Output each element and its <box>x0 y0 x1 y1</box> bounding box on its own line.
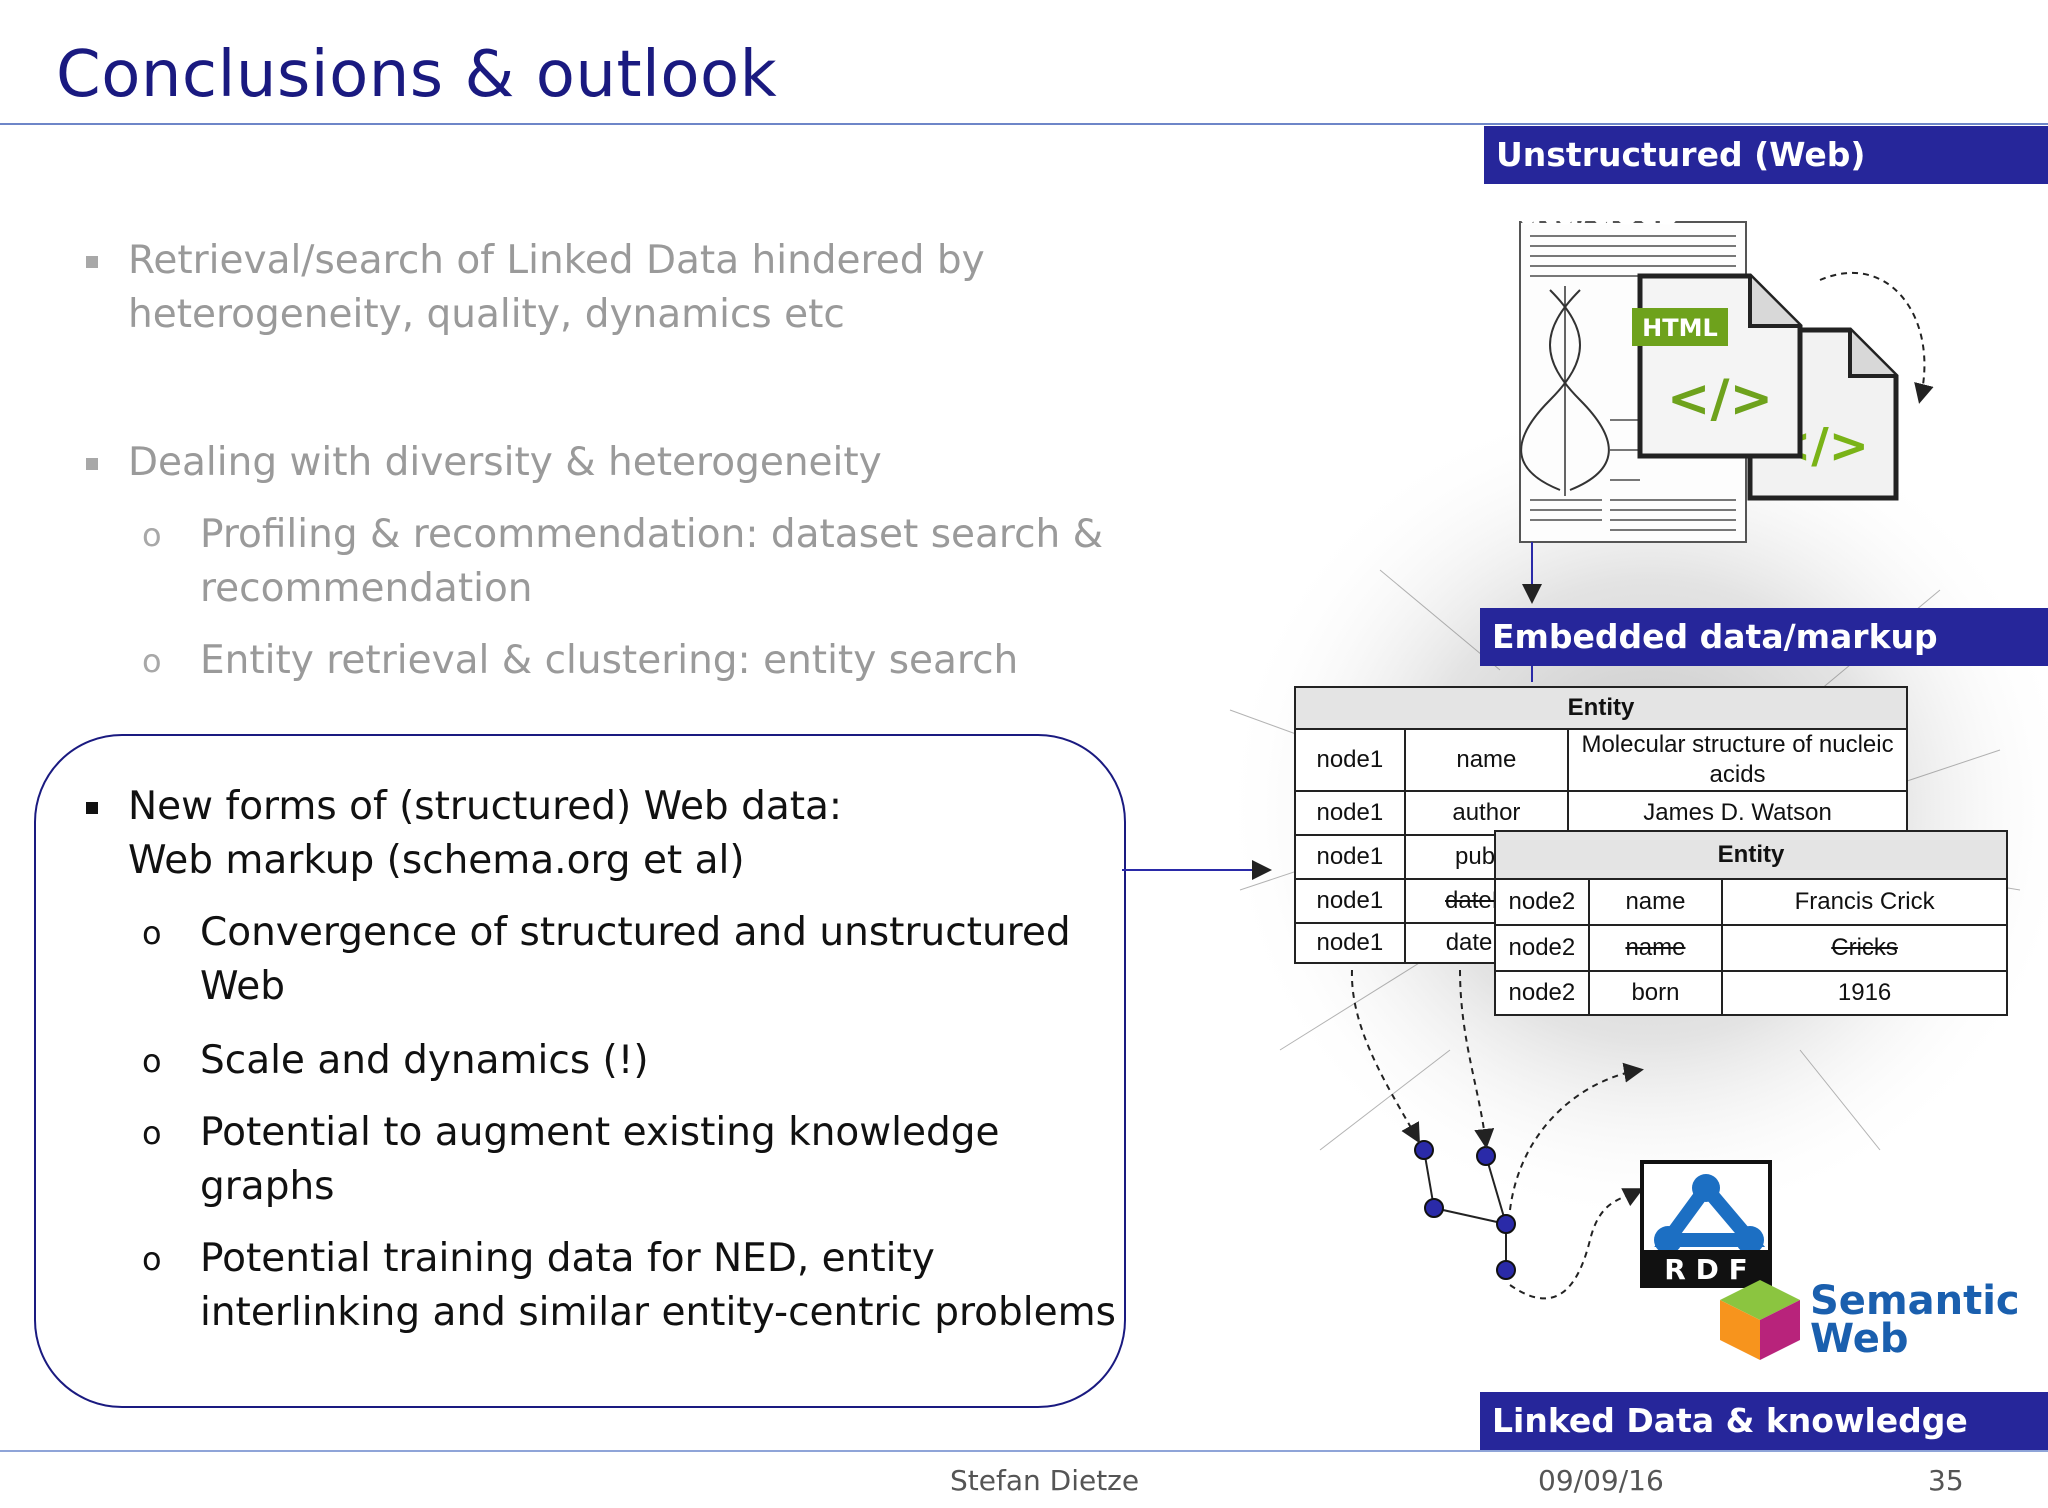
curved-dashed-arrow <box>1819 272 1934 404</box>
bullet-line: Entity retrieval & clustering: entity se… <box>200 638 1019 683</box>
table-row: node1 author James D. Watson <box>1294 790 1908 836</box>
table-cell: name <box>1587 878 1724 926</box>
table-cell: node1 <box>1294 922 1406 964</box>
html-badge <box>1632 308 1728 346</box>
table-row: node1 name Molecular structure of nuclei… <box>1294 728 1908 792</box>
title-divider <box>0 123 2048 125</box>
banner-embedded: Embedded data/markup <box>1480 608 2048 666</box>
sub-bullet-convergence: o Convergence of structured and unstruct… <box>142 906 1071 1014</box>
banner-linked-data: Linked Data & knowledge graphs <box>1480 1392 2048 1498</box>
bullet-line: Convergence of structured and unstructur… <box>200 910 1071 955</box>
entity-table-2: Entity node2 name Francis Crick node2 na… <box>1494 830 2008 1016</box>
code-glyph: </> <box>1667 369 1773 429</box>
table-cell: Molecular structure of nucleic acids <box>1567 728 1908 792</box>
table-cell: node1 <box>1294 790 1406 836</box>
semantic-web-text-2: Web <box>1810 1316 1908 1362</box>
table-cell: James D. Watson <box>1567 790 1908 836</box>
bullet-line: Profiling & recommendation: dataset sear… <box>200 512 1104 557</box>
bullet-diversity: Dealing with diversity & heterogeneity <box>86 436 882 490</box>
highlight-box <box>34 734 1126 1408</box>
table-cell: datePut <box>1403 878 1570 924</box>
bullet-retrieval: Retrieval/search of Linked Data hindered… <box>86 234 985 342</box>
bullet-line: Web <box>200 964 286 1009</box>
table-cell: Francis Crick <box>1721 878 2008 926</box>
table-cell: Cricks <box>1721 924 2008 972</box>
bullet-square-icon <box>86 802 98 814</box>
sub-bullet-circle-icon: o <box>142 1114 162 1152</box>
sub-bullet-circle-icon: o <box>142 1240 162 1278</box>
table-cell: name <box>1403 728 1570 792</box>
html-badge-label: HTML <box>1642 314 1718 342</box>
table-cell: author <box>1403 790 1570 836</box>
table-header: Entity <box>1294 686 1908 730</box>
bullet-web-markup: New forms of (structured) Web data: Web … <box>86 780 843 888</box>
html-file-icon-front: HTML </> <box>1632 273 1803 459</box>
bullet-line: Dealing with diversity & heterogeneity <box>128 440 882 485</box>
banner-unstructured: Unstructured (Web) data/docs <box>1484 126 2048 232</box>
sub-bullet-training: o Potential training data for NED, entit… <box>142 1232 1116 1340</box>
dashed-link-arrows <box>1350 969 1644 1300</box>
slide-title: Conclusions & outlook <box>56 38 778 112</box>
table-header: Entity <box>1494 830 2008 880</box>
footer-divider <box>0 1450 2048 1452</box>
sub-bullet-scale: o Scale and dynamics (!) <box>142 1034 649 1088</box>
table-cell: node1 <box>1294 834 1406 880</box>
bullet-line: heterogeneity, quality, dynamics etc <box>128 292 845 337</box>
bullet-square-icon <box>86 458 98 470</box>
bullet-line: interlinking and similar entity-centric … <box>200 1290 1116 1335</box>
bullet-line: Potential to augment existing knowledge <box>200 1110 1000 1155</box>
bullet-line: New forms of (structured) Web data: <box>128 784 843 829</box>
semantic-web-cube-icon <box>1720 1280 1800 1360</box>
sub-bullet-circle-icon: o <box>142 1042 162 1080</box>
table-cell: node1 <box>1294 728 1406 792</box>
sub-bullet-entity-retrieval: o Entity retrieval & clustering: entity … <box>142 634 1019 688</box>
small-graph-nodes <box>1414 1140 1516 1280</box>
rdf-logo: R D F <box>1640 1160 1772 1288</box>
sub-bullet-profiling: o Profiling & recommendation: dataset se… <box>142 508 1104 616</box>
bullet-line: recommendation <box>200 566 533 611</box>
table-row: node2 name Francis Crick <box>1494 878 2008 926</box>
rdf-text: R D F <box>1664 1253 1747 1286</box>
table-cell: node2 <box>1494 924 1590 972</box>
sub-bullet-circle-icon: o <box>142 914 162 952</box>
bullet-line: Retrieval/search of Linked Data hindered… <box>128 238 985 283</box>
bullet-square-icon <box>86 256 98 268</box>
bullet-line: Potential training data for NED, entity <box>200 1236 935 1281</box>
table-cell: node2 <box>1494 970 1590 1016</box>
semantic-web-text-1: Semantic <box>1810 1278 2020 1324</box>
table-row: node2 name Cricks <box>1494 924 2008 972</box>
table-cell: name <box>1587 924 1724 972</box>
sub-bullet-augment: o Potential to augment existing knowledg… <box>142 1106 1000 1214</box>
bullet-line: Scale and dynamics (!) <box>200 1038 649 1083</box>
footer-date: 09/09/16 <box>1538 1464 1664 1497</box>
table-cell: node1 <box>1294 878 1406 924</box>
table-row: node2 born 1916 <box>1494 970 2008 1016</box>
footer-page-number: 35 <box>1928 1464 1964 1497</box>
sub-bullet-circle-icon: o <box>142 642 162 680</box>
table-cell: 1916 <box>1721 970 2008 1016</box>
sub-bullet-circle-icon: o <box>142 516 162 554</box>
bullet-line: Web markup (schema.org et al) <box>128 838 745 883</box>
bullet-line: graphs <box>200 1164 335 1209</box>
table-cell: born <box>1587 970 1724 1016</box>
footer-author: Stefan Dietze <box>950 1464 1140 1497</box>
table-cell: node2 <box>1494 878 1590 926</box>
